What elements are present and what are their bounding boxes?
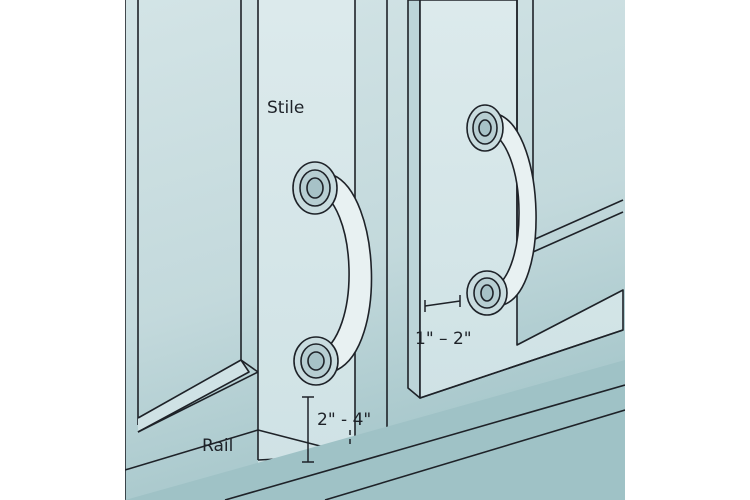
measure-edge-spacing <box>424 295 461 312</box>
base-edge <box>125 360 625 500</box>
rail-spacing-label: 2" - 4" <box>317 410 372 430</box>
left-handle-icon <box>292 161 373 386</box>
right-handle-icon <box>466 104 537 316</box>
left-door <box>125 0 356 500</box>
cabinet-illustration <box>125 0 625 500</box>
edge-spacing-label: 1" – 2" <box>415 329 472 349</box>
rail-label: Rail <box>202 436 234 456</box>
stile-label: Stile <box>267 98 305 118</box>
cabinet-hardware-diagram: Stile Rail 2" - 4" 1" – 2" <box>125 0 625 500</box>
measure-rail-spacing <box>302 396 351 463</box>
